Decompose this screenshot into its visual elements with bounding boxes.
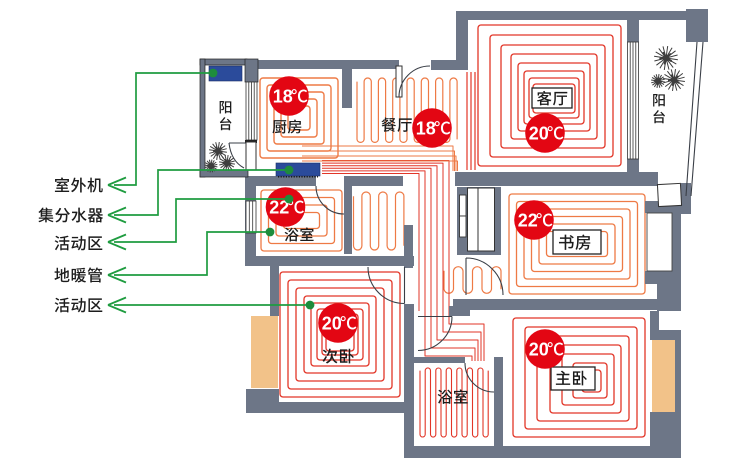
svg-text:18: 18 xyxy=(273,86,293,106)
svg-text:22: 22 xyxy=(518,210,538,230)
svg-text:20: 20 xyxy=(529,123,549,143)
svg-text:22: 22 xyxy=(269,197,289,217)
svg-text:20: 20 xyxy=(529,339,549,359)
svg-text:20: 20 xyxy=(322,313,342,333)
svg-text:18: 18 xyxy=(416,118,436,138)
